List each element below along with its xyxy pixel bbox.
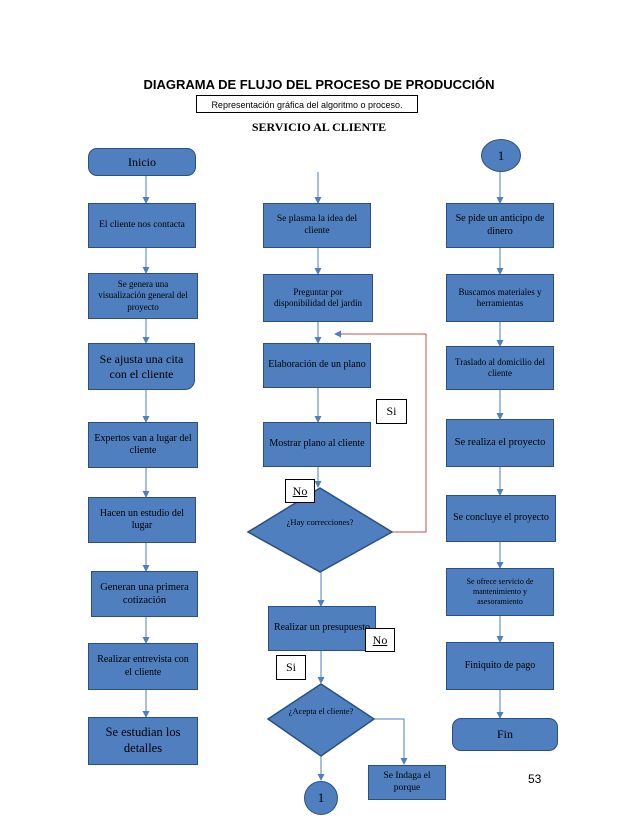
node-anticipo: Se pide un anticipo de dinero [446,203,554,248]
node-concluye-proyecto: Se concluye el proyecto [446,495,556,542]
decision-accepts [266,683,376,757]
node-elaboracion-plano: Elaboración de un plano [263,343,371,388]
label-no-corrections: No [285,479,315,503]
node-realiza-proyecto: Se realiza el proyecto [446,419,554,467]
decision-corrections [246,487,394,573]
connector-1-in: 1 [481,139,521,172]
node-estudian-detalles: Se estudian los detalles [88,717,198,765]
page-number: 53 [528,772,542,786]
node-cotizacion: Generan una primera cotización [91,571,198,617]
label-no-accepts: No [365,628,395,652]
label-si-accepts: Si [276,655,306,680]
node-plasma-idea: Se plasma la idea del cliente [263,203,371,248]
node-mantenimiento: Se ofrece servicio de mantenimiento y as… [446,568,554,616]
loop-line-si [335,333,427,533]
node-indaga-porque: Se Indaga el porque [368,765,446,800]
node-expertos: Expertos van a lugar del cliente [88,422,198,468]
node-estudio-lugar: Hacen un estudio del lugar [88,497,196,543]
label-si-loop: Si [376,399,407,424]
node-finiquito: Finiquito de pago [446,642,554,690]
decision-accepts-text: ¿Acepta el cliente? [288,706,354,716]
node-entrevista: Realizar entrevista con el cliente [88,643,198,690]
subtitle-box: Representación gráfica del algoritmo o p… [196,95,418,113]
node-presupuesto: Realizar un presupuesto [268,606,376,651]
loop-arrowhead [334,330,341,338]
node-disponibilidad: Preguntar por disponibilidad del jardín [263,274,373,322]
node-visualizacion: Se genera una visualización general del … [88,273,198,319]
connector-1-out: 1 [304,781,338,815]
start-node: Inicio [88,148,196,176]
node-mostrar-plano: Mostrar plano al cliente [263,422,371,467]
node-traslado: Traslado al domicilio del cliente [446,346,554,390]
page-title: DIAGRAMA DE FLUJO DEL PROCESO DE PRODUCC… [143,77,495,92]
decision-corrections-text: ¿Hay correcciones? [286,517,354,527]
node-ajusta-cita: Se ajusta una cita con el cliente [88,343,195,390]
node-materiales: Buscamos materiales y herramientas [446,274,554,322]
node-cliente-contacta: El cliente nos contacta [88,203,196,248]
section-title: SERVICIO AL CLIENTE [251,120,387,134]
arrow-no-indaga [374,718,408,765]
end-node: Fin [452,718,558,751]
